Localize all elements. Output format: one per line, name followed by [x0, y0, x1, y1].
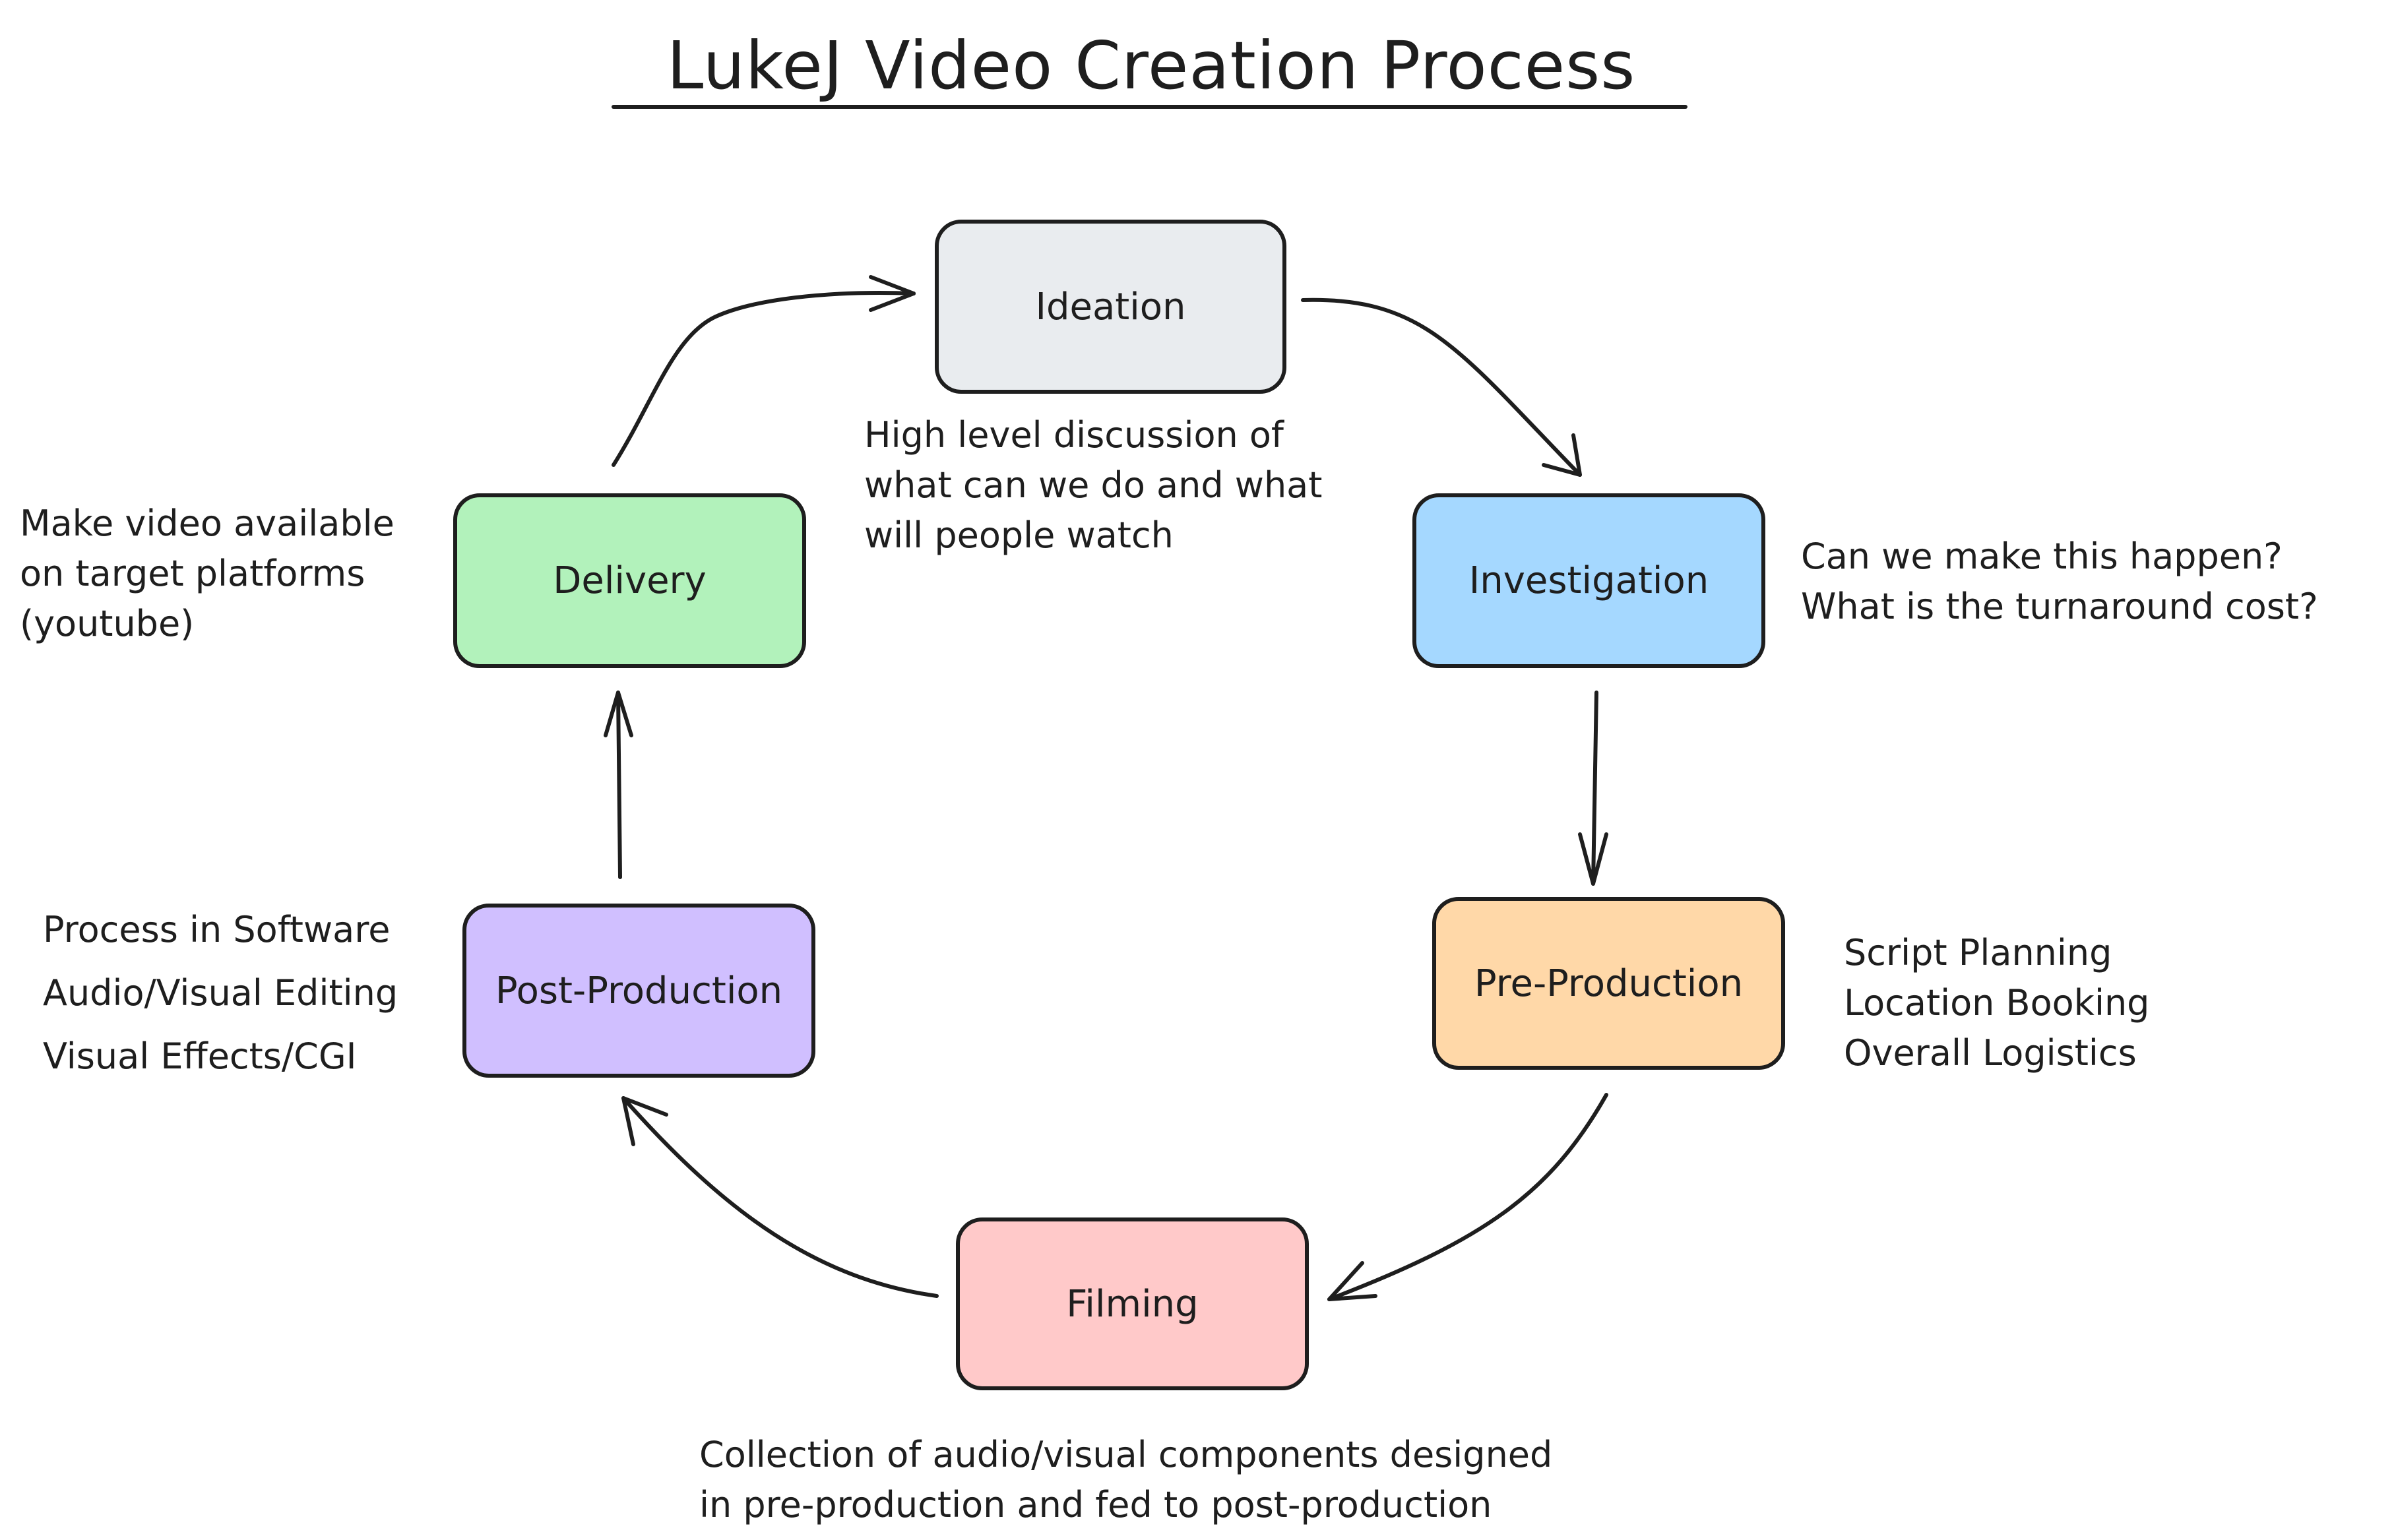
- node-pre-production-label: Pre-Production: [1474, 962, 1744, 1005]
- node-ideation: Ideation: [935, 220, 1286, 394]
- note-post-production-line: Visual Effects/CGI: [43, 1035, 357, 1077]
- note-filming: Collection of audio/visual components de…: [699, 1430, 1552, 1530]
- note-filming-line: in pre-production and fed to post-produc…: [699, 1484, 1492, 1525]
- arrow-filming-to-post-production: [621, 1096, 939, 1298]
- note-ideation: High level discussion of what can we do …: [864, 410, 1322, 561]
- node-investigation-label: Investigation: [1468, 559, 1709, 602]
- note-ideation-line: what can we do and what: [864, 464, 1323, 506]
- note-pre-production-line: Overall Logistics: [1844, 1032, 2137, 1074]
- diagram-title: LukeJ Video Creation Process: [666, 27, 1636, 104]
- arrow-investigation-to-pre-production: [1578, 691, 1608, 886]
- node-post-production-label: Post-Production: [495, 969, 783, 1012]
- node-filming: Filming: [956, 1217, 1309, 1390]
- note-investigation-line: What is the turnaround cost?: [1801, 586, 2318, 627]
- note-ideation-line: High level discussion of: [864, 414, 1284, 456]
- note-delivery: Make video available on target platforms…: [20, 499, 394, 649]
- arrow-pre-production-to-filming: [1327, 1093, 1608, 1301]
- node-delivery: Delivery: [453, 493, 806, 668]
- note-investigation-line: Can we make this happen?: [1801, 536, 2283, 577]
- arrow-post-production-to-delivery: [604, 691, 633, 879]
- note-pre-production: Script Planning Location Booking Overall…: [1844, 928, 2149, 1078]
- note-pre-production-line: Script Planning: [1844, 932, 2112, 973]
- note-pre-production-line: Location Booking: [1844, 982, 2150, 1024]
- node-ideation-label: Ideation: [1035, 285, 1186, 328]
- note-ideation-line: will people watch: [864, 514, 1174, 556]
- note-investigation: Can we make this happen? What is the tur…: [1801, 532, 2318, 632]
- arrow-delivery-to-ideation: [612, 275, 916, 467]
- note-delivery-line: Make video available: [20, 503, 394, 544]
- node-post-production: Post-Production: [462, 904, 815, 1078]
- node-filming-label: Filming: [1066, 1282, 1199, 1326]
- note-delivery-line: on target platforms: [20, 553, 365, 594]
- note-filming-line: Collection of audio/visual components de…: [699, 1434, 1553, 1475]
- arrow-ideation-to-investigation: [1301, 297, 1582, 477]
- node-pre-production: Pre-Production: [1432, 897, 1785, 1070]
- node-delivery-label: Delivery: [553, 559, 707, 602]
- note-post-production-line: Process in Software: [43, 909, 391, 950]
- note-post-production: Process in Software Audio/Visual Editing…: [43, 898, 398, 1088]
- node-investigation: Investigation: [1412, 493, 1765, 668]
- note-delivery-line: (youtube): [20, 603, 195, 644]
- note-post-production-line: Audio/Visual Editing: [43, 972, 398, 1014]
